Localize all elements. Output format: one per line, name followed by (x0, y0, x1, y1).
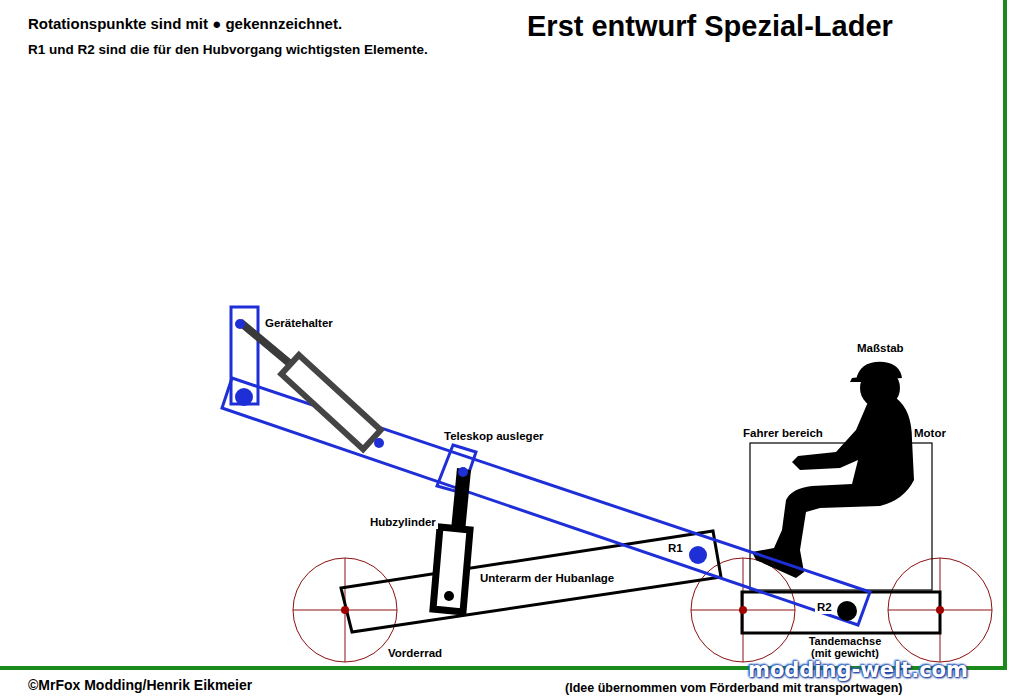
frame-line (1003, 0, 1007, 670)
wheels (293, 558, 992, 662)
rotation-point (235, 319, 245, 329)
callout-label: R2 (815, 601, 834, 614)
front-wheel (293, 558, 397, 662)
part-label: Hubzylinder (368, 516, 438, 529)
title: Erst entwurf Spezial-Lader (527, 10, 893, 43)
wheel-hub (341, 606, 349, 614)
part-label: Tandemachse (mit gewicht) (797, 635, 893, 659)
rotation-point (374, 438, 384, 448)
driver-silhouette (752, 362, 914, 578)
rotation-point (235, 388, 253, 406)
watermark: modding-welt.com (748, 658, 968, 682)
lift-cylinder-body (433, 527, 470, 612)
wheel-hub (739, 606, 747, 614)
rotation-point (689, 546, 707, 564)
rotation-points (235, 319, 944, 621)
wheel-hub (936, 606, 944, 614)
rotation-point (458, 467, 468, 477)
tandem-axle (742, 592, 940, 633)
part-label: Maßstab (855, 342, 906, 355)
rotation-point (444, 591, 454, 601)
cap (850, 362, 902, 382)
copyright: ©MrFox Modding/Henrik Eikmeier (28, 677, 252, 693)
part-label: Unterarm der Hubanlage (478, 572, 616, 585)
telescopic-boom (222, 378, 870, 625)
note: (Idee übernommen vom Förderband mit tran… (565, 681, 903, 695)
tilt-cylinder-body (281, 355, 380, 449)
part-label: Gerätehalter (263, 317, 335, 330)
lift-cylinder-rod (451, 468, 471, 532)
body (752, 398, 914, 578)
rear-wheel (888, 558, 992, 662)
part-label: Vorderrad (386, 647, 444, 660)
part-label: Fahrer bereich (741, 427, 825, 440)
part-label: Teleskop ausleger (442, 430, 546, 443)
lower-arm (341, 531, 721, 632)
callout-label: R1 (666, 542, 685, 555)
rotation-point (837, 601, 857, 621)
note: R1 und R2 sind die für den Hubvorgang wi… (28, 42, 428, 58)
part-label: Motor (912, 427, 948, 440)
note: Rotationspunkte sind mit ● gekennzeichne… (28, 15, 342, 32)
